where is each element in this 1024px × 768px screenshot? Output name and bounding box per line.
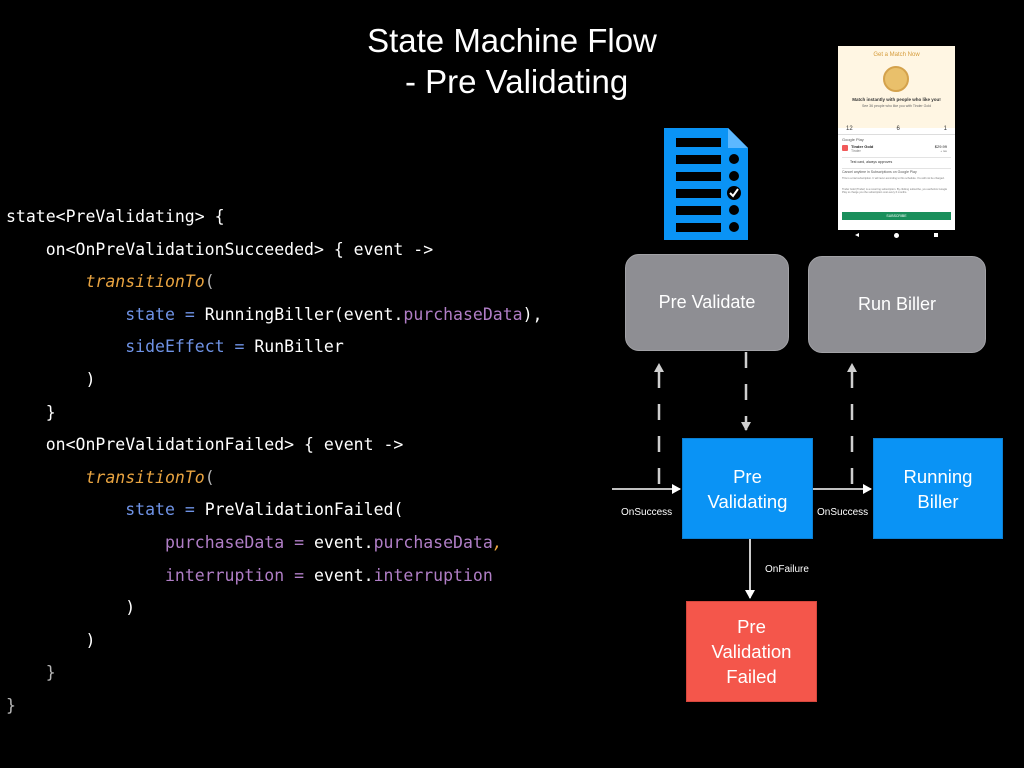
code-line: } [6,662,56,684]
edge-label-to-failed: OnFailure [765,564,809,575]
code-token: RunningBiller(event. [204,304,404,324]
code-line: state = PreValidationFailed( [6,499,403,521]
code-token: RunBiller [254,337,344,357]
code-token: ) [6,370,96,389]
google-play-purchase-screenshot: Get a Match Now Match instantly with peo… [838,46,955,240]
phone-payment: Test card, always approves [850,160,893,164]
code-token: state = [125,304,205,324]
phone-cancel-note: Cancel anytime in Subscriptions on Googl… [842,170,917,174]
slide-title-line-2: - Pre Validating [395,63,629,100]
phone-count-2: 6 [896,126,900,132]
code-token: ) [6,630,96,650]
code-line: purchaseData = event.purchaseData, [6,532,503,554]
code-line: state<PreValidating> { [6,206,225,228]
state-running-biller: Running Biller [873,438,1003,539]
phone-price: $29.99 [934,144,947,149]
home-icon[interactable] [893,232,899,238]
phone-price-sub: + tax [940,149,947,153]
phone-tagline: Match instantly with people who like you… [852,97,941,102]
state-pre-validating-line-1: Pre [733,465,762,487]
code-token: on<OnPreValidationFailed> { event -> [6,435,404,455]
code-line: } [6,695,16,717]
code-token: PreValidationFailed( [204,500,404,520]
code-token: sideEffect = [125,337,255,357]
side-effect-pre-validate: Pre Validate [625,254,789,351]
code-line: state = RunningBiller(event.purchaseData… [6,304,542,326]
state-failed-line-3: Failed [726,666,777,687]
edge-label-to-running-biller: OnSuccess [817,507,869,518]
back-icon[interactable] [855,233,860,237]
side-effect-pre-validate-label: Pre Validate [658,292,756,312]
code-token: purchaseData [373,533,493,552]
code-token: interruption [373,565,493,585]
state-pre-validating-line-2: Validating [707,490,788,512]
code-token: event. [313,565,374,585]
state-running-biller-line-2: Biller [917,490,959,512]
code-token: on<OnPreValidationSucceeded> { event -> [6,239,434,259]
phone-product-sub: Tinder [851,149,861,153]
code-line: on<OnPreValidationFailed> { event -> [6,434,404,456]
code-line: ) [6,369,95,391]
code-token: purchaseData = [164,533,314,552]
code-token: ), [522,304,543,324]
code-token: transitionTo [85,467,205,487]
code-line: interruption = event.interruption [6,565,493,587]
code-line: ) [6,630,95,652]
code-token: state = [125,500,205,520]
phone-fine-print-1: This is a trial subscription. It will re… [842,177,945,180]
code-line: transitionTo( [6,467,215,489]
code-token: } [6,696,16,715]
phone-header: Get a Match Now [873,52,920,58]
code-token: event. [313,533,374,552]
phone-product: Tinder Gold [851,144,874,149]
side-effect-run-biller: Run Biller [808,256,986,353]
code-line: } [6,402,56,424]
side-effect-run-biller-label: Run Biller [857,294,937,314]
subscribe-button[interactable]: SUBSCRIBE [842,212,951,220]
avatar [883,66,909,92]
phone-count-3: 1 [943,126,947,132]
state-pre-validation-failed: Pre Validation Failed [686,601,817,702]
phone-store-name: Google Play [842,137,864,142]
code-token: ( [204,272,215,292]
state-failed-line-1: Pre [737,616,766,637]
tinder-icon [842,145,848,151]
checklist-document-icon [664,128,748,240]
code-token: } [6,402,56,422]
code-token: purchaseData [403,304,523,324]
code-token: state<PreValidating> { [6,207,225,226]
state-pre-validating: Pre Validating [682,438,813,539]
android-nav-bar [838,230,955,240]
slide-title-line-1: State Machine Flow [367,22,657,59]
recents-icon[interactable] [933,233,938,237]
state-running-biller-line-1: Running [903,465,973,487]
code-line: ) [6,597,135,619]
code-line: on<OnPreValidationSucceeded> { event -> [6,239,433,261]
code-token: interruption = [164,565,314,585]
phone-count-1: 12 [846,126,853,132]
code-token: transitionTo [85,272,205,292]
phone-subline: See 36 people who like you with Tinder G… [861,104,932,108]
code-token: } [6,663,56,683]
code-line: transitionTo( [6,271,215,293]
slide-title: State Machine Flow - Pre Validating [0,20,1024,102]
code-token: ) [6,598,136,618]
code-token: , [492,533,503,552]
code-line: sideEffect = RunBiller [6,336,344,358]
phone-fine-print-2: Tinder Gold (Tinder) is a recurring subs… [842,188,948,195]
edge-label-incoming: OnSuccess [621,507,673,518]
code-token: ( [204,467,215,487]
state-failed-line-2: Validation [711,641,792,662]
